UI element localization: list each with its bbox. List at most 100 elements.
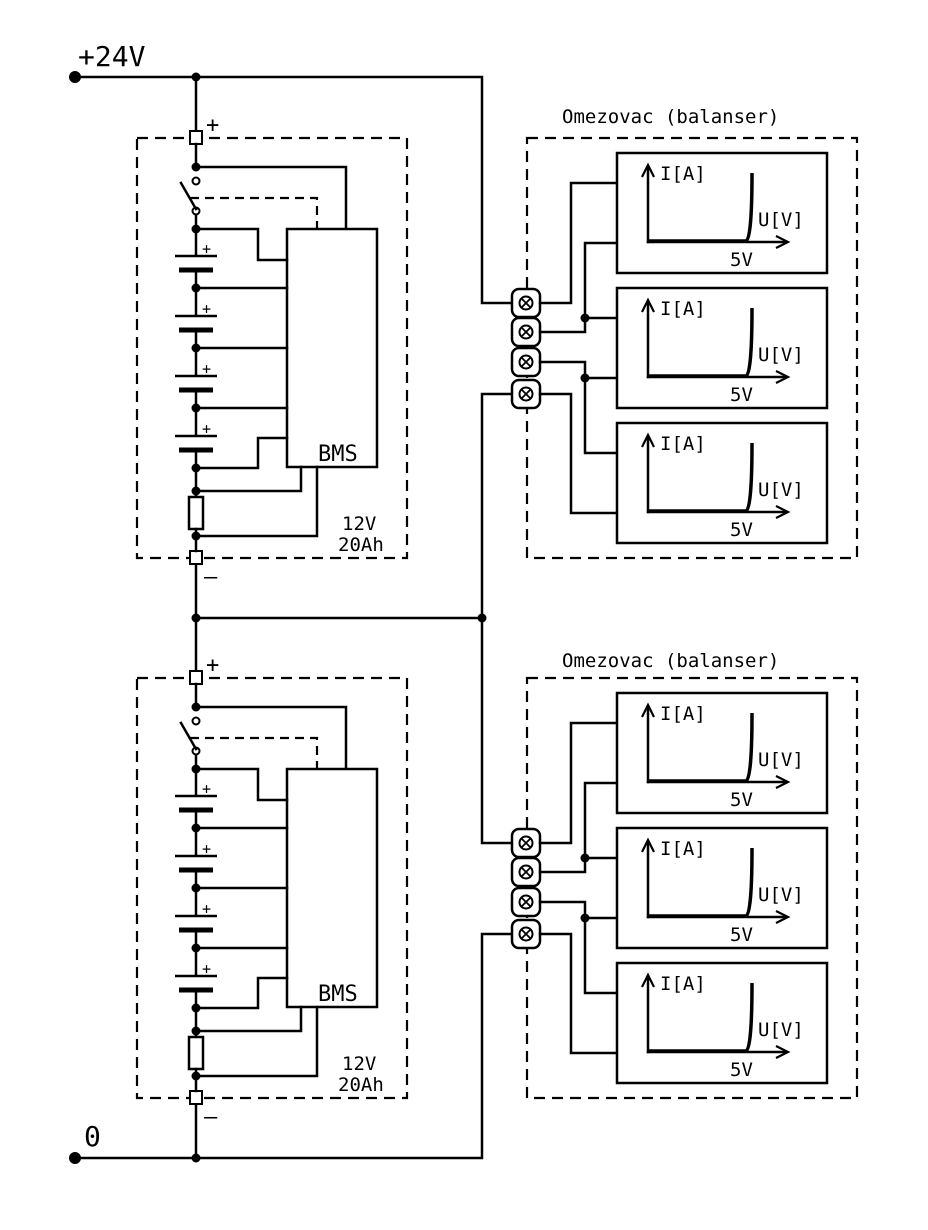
cell-plus-label: +	[202, 840, 211, 858]
bms-module	[285, 767, 379, 1009]
balancer-1: Omezovac (balanser) I[A] U[V] 5V I[A] U[…	[510, 106, 859, 560]
graph-y-arrow	[641, 432, 655, 448]
shunt-resistor	[187, 1035, 205, 1071]
graph-x-arrow	[775, 370, 791, 384]
pack-rating-capacity: 20Ah	[338, 1074, 384, 1096]
shunt-resistor	[187, 495, 205, 531]
graph-y-arrow	[641, 702, 655, 718]
cell-plus-label: +	[202, 780, 211, 798]
terminal-screw-slot	[521, 838, 531, 848]
graph-x-label: U[V]	[758, 1019, 804, 1041]
rail-24v-label: +24V	[78, 40, 146, 73]
rail-24v-terminal	[69, 71, 81, 83]
battery-pack-1: + – + + + + BMS 12V 20Ah	[135, 113, 409, 590]
graph-iv-curve	[648, 307, 754, 378]
balancer-graph: I[A] U[V] 5V	[660, 838, 804, 946]
junction-dot	[191, 72, 201, 82]
junction-dot	[580, 853, 590, 863]
bms-module	[285, 227, 379, 469]
terminal-screw-slot	[521, 357, 531, 367]
rail-0v-terminal	[69, 1152, 81, 1164]
cell-plus-label: +	[202, 360, 211, 378]
graph-tick-label: 5V	[730, 519, 753, 541]
graph-x-arrow	[775, 505, 791, 519]
graph-iv-curve	[648, 442, 754, 513]
pack-rating-voltage: 12V	[342, 1053, 376, 1075]
bms-sense-wire	[194, 465, 319, 538]
graph-iv-curve	[648, 172, 754, 243]
graph-tick-label: 5V	[730, 1059, 753, 1081]
pack-minus-terminal	[189, 1090, 203, 1105]
balancer-unit	[615, 151, 829, 275]
junction-dot	[477, 613, 487, 623]
balancer-title: Omezovac (balanser)	[562, 650, 779, 672]
balancer-wire	[538, 392, 619, 515]
graph-y-arrow	[641, 972, 655, 988]
terminal-screw-slot	[521, 929, 531, 939]
balancer-graph: I[A] U[V] 5V	[660, 298, 804, 406]
graph-y-label: I[A]	[660, 163, 706, 185]
switch-contact	[191, 716, 201, 726]
balancer-graph: I[A] U[V] 5V	[660, 433, 804, 541]
pack-plus-terminal	[189, 130, 203, 145]
pack-enclosure	[135, 676, 409, 1100]
battery-pack-2: + – + + + + BMS 12V 20Ah	[135, 653, 409, 1130]
rail-0v-wire	[73, 932, 514, 1160]
switch-blade	[179, 181, 198, 211]
balancer-graph: I[A] U[V] 5V	[660, 973, 804, 1081]
graph-tick-label: 5V	[730, 789, 753, 811]
balancer-wire	[538, 181, 619, 305]
bms-sense-wire	[194, 1005, 319, 1078]
junction-dots	[69, 71, 487, 1164]
junction-dot	[191, 613, 201, 623]
terminal-screw-slot	[521, 327, 531, 337]
graph-y-label: I[A]	[660, 838, 706, 860]
cell-plus-label: +	[202, 240, 211, 258]
graph-x-label: U[V]	[758, 344, 804, 366]
balancer-graph: I[A] U[V] 5V	[660, 163, 804, 271]
bms-sense-wire	[194, 1005, 303, 1033]
junction-dot	[191, 1153, 201, 1163]
terminal-screw-slot	[521, 389, 531, 399]
graph-y-arrow	[641, 297, 655, 313]
junction-dot	[580, 913, 590, 923]
pack-plus-terminal	[189, 670, 203, 685]
graph-x-label: U[V]	[758, 884, 804, 906]
bms-tap	[194, 976, 289, 1010]
graph-iv-curve	[648, 712, 754, 783]
balancer-wire	[538, 360, 619, 380]
balancer-title: Omezovac (balanser)	[562, 106, 779, 128]
bms-sense-wire	[194, 465, 303, 493]
graph-x-arrow	[775, 910, 791, 924]
graph-tick-label: 5V	[730, 249, 753, 271]
bms-label: BMS	[318, 982, 358, 1007]
graph-y-label: I[A]	[660, 703, 706, 725]
wire	[194, 165, 348, 231]
pack-plus-label: +	[206, 653, 219, 678]
graph-y-arrow	[641, 162, 655, 178]
balancer-wire	[583, 916, 619, 995]
bms-tap	[194, 227, 289, 262]
graph-x-arrow	[775, 775, 791, 789]
graph-x-label: U[V]	[758, 479, 804, 501]
balancer-enclosure	[525, 676, 859, 1100]
junction-dot	[580, 373, 590, 383]
graph-iv-curve	[648, 847, 754, 918]
pack-plus-label: +	[206, 113, 219, 138]
switch-control-link	[190, 196, 319, 229]
rail-24v-wire	[73, 75, 514, 305]
balancer-2: Omezovac (balanser) I[A] U[V] 5V I[A] U[…	[510, 650, 859, 1100]
pack-rating-capacity: 20Ah	[338, 534, 384, 556]
main-wiring	[73, 75, 514, 1160]
pack-minus-terminal	[189, 550, 203, 565]
graph-x-label: U[V]	[758, 209, 804, 231]
balancer-wire	[538, 932, 619, 1055]
pack-enclosure	[135, 136, 409, 560]
graph-tick-label: 5V	[730, 384, 753, 406]
cell-plus-label: +	[202, 420, 211, 438]
wire	[194, 705, 348, 771]
switch-contact	[191, 176, 201, 186]
graph-x-label: U[V]	[758, 749, 804, 771]
cell-plus-label: +	[202, 960, 211, 978]
graph-x-arrow	[775, 1045, 791, 1059]
